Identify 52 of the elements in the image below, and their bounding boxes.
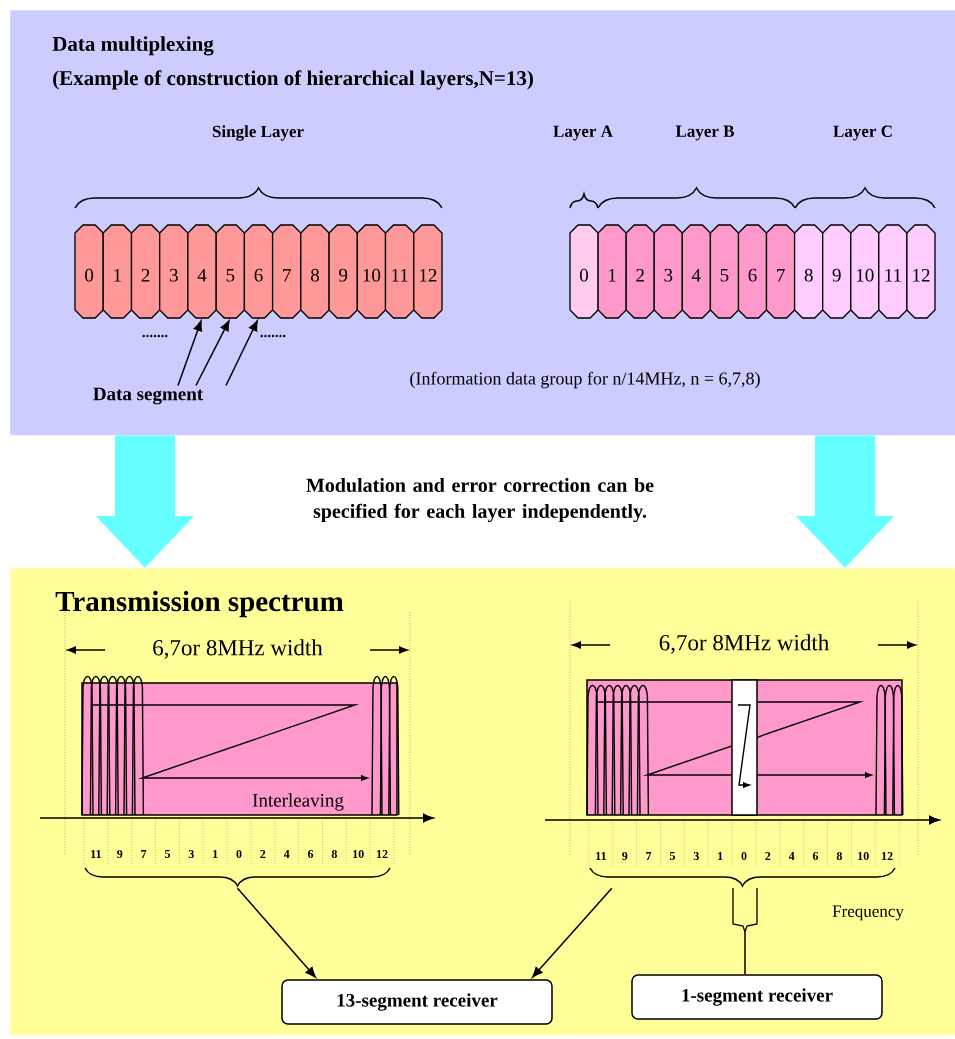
data-segment: 12 <box>413 224 443 319</box>
data-segment: 3 <box>653 224 683 319</box>
arrow <box>236 887 316 978</box>
axis-label: Frequency <box>832 905 904 921</box>
data-segment: 6 <box>737 224 768 319</box>
segment-number: 1 <box>718 852 723 860</box>
layer-label: Layer C <box>833 125 892 141</box>
data-segment: 7 <box>765 224 796 319</box>
callout-text: Data segment <box>93 387 204 405</box>
note-text: (Information data group for n/14MHz, n = 6,7,8) <box>410 371 760 389</box>
data-segment: 11 <box>384 224 415 319</box>
data-segment: 6 <box>243 224 274 319</box>
brace <box>732 887 758 935</box>
receiver-box: 13-segment receiver <box>281 979 553 1025</box>
data-segment: 4 <box>187 224 217 319</box>
data-segment: 10 <box>850 224 880 319</box>
data-segment: 7 <box>271 224 302 319</box>
data-segment: 12 <box>906 224 936 319</box>
segment-number: 0 <box>741 851 747 861</box>
data-segment: 1 <box>597 224 627 319</box>
data-segment: 4 <box>681 224 712 319</box>
ellipsis: ....... <box>260 334 286 338</box>
receiver-box: 1-segment receiver <box>631 974 883 1020</box>
layer-label: Layer A <box>553 125 613 141</box>
data-segment: 2 <box>625 224 655 319</box>
data-segment: 2 <box>130 224 161 319</box>
arrow <box>195 320 230 387</box>
segment-number: 2 <box>765 852 771 860</box>
data-segment: 11 <box>878 224 908 319</box>
width-label: 6,7or 8MHz width <box>150 637 325 661</box>
data-segment: 5 <box>215 224 246 319</box>
brace <box>84 867 391 887</box>
ellipsis: ....... <box>142 334 168 338</box>
note-text: Modulation and error correction can be specified for each layer independently. <box>306 477 654 523</box>
data-segment: 0 <box>74 224 104 319</box>
data-segment: 3 <box>159 224 189 319</box>
width-label: 6,7or 8MHz width <box>656 632 832 656</box>
connector-line <box>744 931 746 975</box>
arrow <box>532 887 613 978</box>
arrow <box>177 320 203 387</box>
data-segment: 9 <box>822 224 852 319</box>
data-segment: 8 <box>793 224 824 319</box>
data-segment: 10 <box>356 224 387 319</box>
data-segment: 5 <box>709 224 740 319</box>
data-segment: 0 <box>569 224 599 319</box>
data-segment: 9 <box>328 224 358 319</box>
arrow <box>225 320 258 387</box>
axis-label: Interleaving <box>251 792 345 812</box>
layer-label: Layer B <box>675 125 735 141</box>
data-segment: 1 <box>102 224 133 319</box>
layer-label: Single Layer <box>212 125 304 141</box>
brace <box>589 867 896 887</box>
